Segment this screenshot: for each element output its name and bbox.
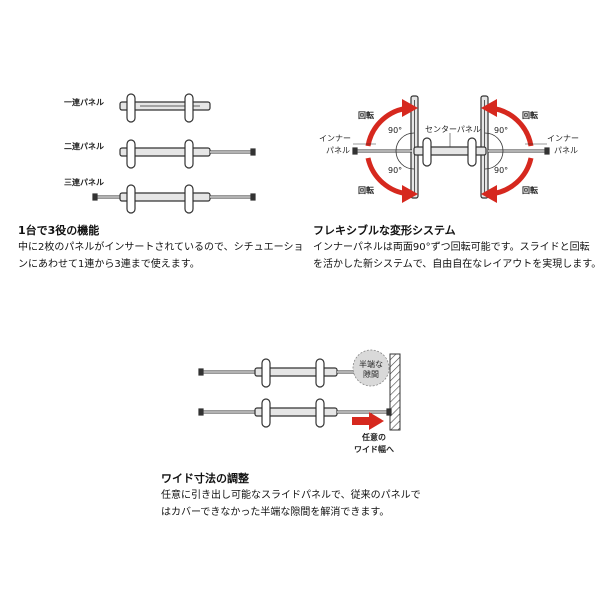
- single-panel-unit: [119, 93, 211, 123]
- panel3-heading: ワイド寸法の調整: [161, 472, 249, 485]
- rotate-label-left-bottom: 回転: [358, 186, 374, 195]
- double-post-right: [184, 139, 194, 169]
- rotate-label-right: 回転: [522, 111, 538, 120]
- triple-panel-unit: [92, 184, 256, 214]
- double-post-left: [126, 139, 136, 169]
- rotate-arrowheads: [402, 99, 497, 203]
- panel1-heading: 1台で3役の機能: [18, 224, 100, 237]
- inner-panel-label-right-2: パネル: [554, 146, 578, 155]
- triple-post-right: [184, 184, 194, 214]
- single-post-right: [184, 93, 194, 123]
- gap-label-2: 隙間: [363, 370, 379, 379]
- panel1-desc-line1: 中に2枚のパネルがインサートされているので、シチュエーショ: [18, 242, 304, 253]
- label-single-panel: 一連パネル: [64, 98, 104, 107]
- center-panel-label: センターパネル: [425, 125, 481, 134]
- inner-panel-label-left-2: パネル: [326, 146, 350, 155]
- angle-label-top-right: 90°: [494, 126, 509, 135]
- angle-marks: [395, 132, 504, 170]
- single-post-left: [126, 93, 136, 123]
- panel2-heading: フレキシブルな変形システム: [313, 224, 456, 237]
- wide-unit-bottom: [198, 398, 392, 428]
- wide-adjust-diagram: [198, 349, 401, 431]
- inner-panel-label-right-1: インナー: [547, 134, 579, 143]
- wide-unit-top: [198, 358, 360, 388]
- double-panel-unit: [119, 139, 256, 169]
- modes-diagram: [92, 93, 256, 214]
- label-triple-panel: 三連パネル: [64, 178, 104, 187]
- panel2-desc-line1: インナーパネルは両面90°ずつ回転可能です。スライドと回転: [313, 242, 590, 253]
- rotation-diagram: [352, 95, 550, 203]
- leader-lines: [353, 133, 547, 147]
- angle-label-top-left: 90°: [388, 126, 403, 135]
- arrow-label-1: 任意の: [362, 433, 386, 442]
- center-post-right: [467, 137, 477, 167]
- panel3-desc-line2: はカバーできなかった半端な隙間を解消できます。: [161, 507, 390, 518]
- triple-post-left: [126, 184, 136, 214]
- arrow-label-2: ワイド幅へ: [354, 445, 394, 454]
- label-double-panel: 二連パネル: [64, 142, 104, 151]
- rotate-label-right-bottom: 回転: [522, 186, 538, 195]
- angle-label-bottom-right: 90°: [494, 166, 509, 175]
- panel2-desc-line2: を活かした新システムで、自由自在なレイアウトを実現します。: [313, 259, 600, 270]
- center-post-left: [422, 137, 432, 167]
- extend-arrow-icon: [352, 412, 384, 430]
- rotate-label-left: 回転: [358, 111, 374, 120]
- angle-label-bottom-left: 90°: [388, 166, 403, 175]
- panel1-desc-line2: ンにあわせて1連から3連まで使えます。: [18, 259, 200, 270]
- panel3-desc-line1: 任意に引き出し可能なスライドパネルで、従来のパネルで: [161, 490, 421, 501]
- center-panel: [352, 137, 550, 167]
- wall: [389, 353, 401, 431]
- inner-panel-label-left-1: インナー: [319, 134, 351, 143]
- gap-label-1: 半端な: [359, 360, 383, 369]
- gap-circle: [352, 349, 390, 387]
